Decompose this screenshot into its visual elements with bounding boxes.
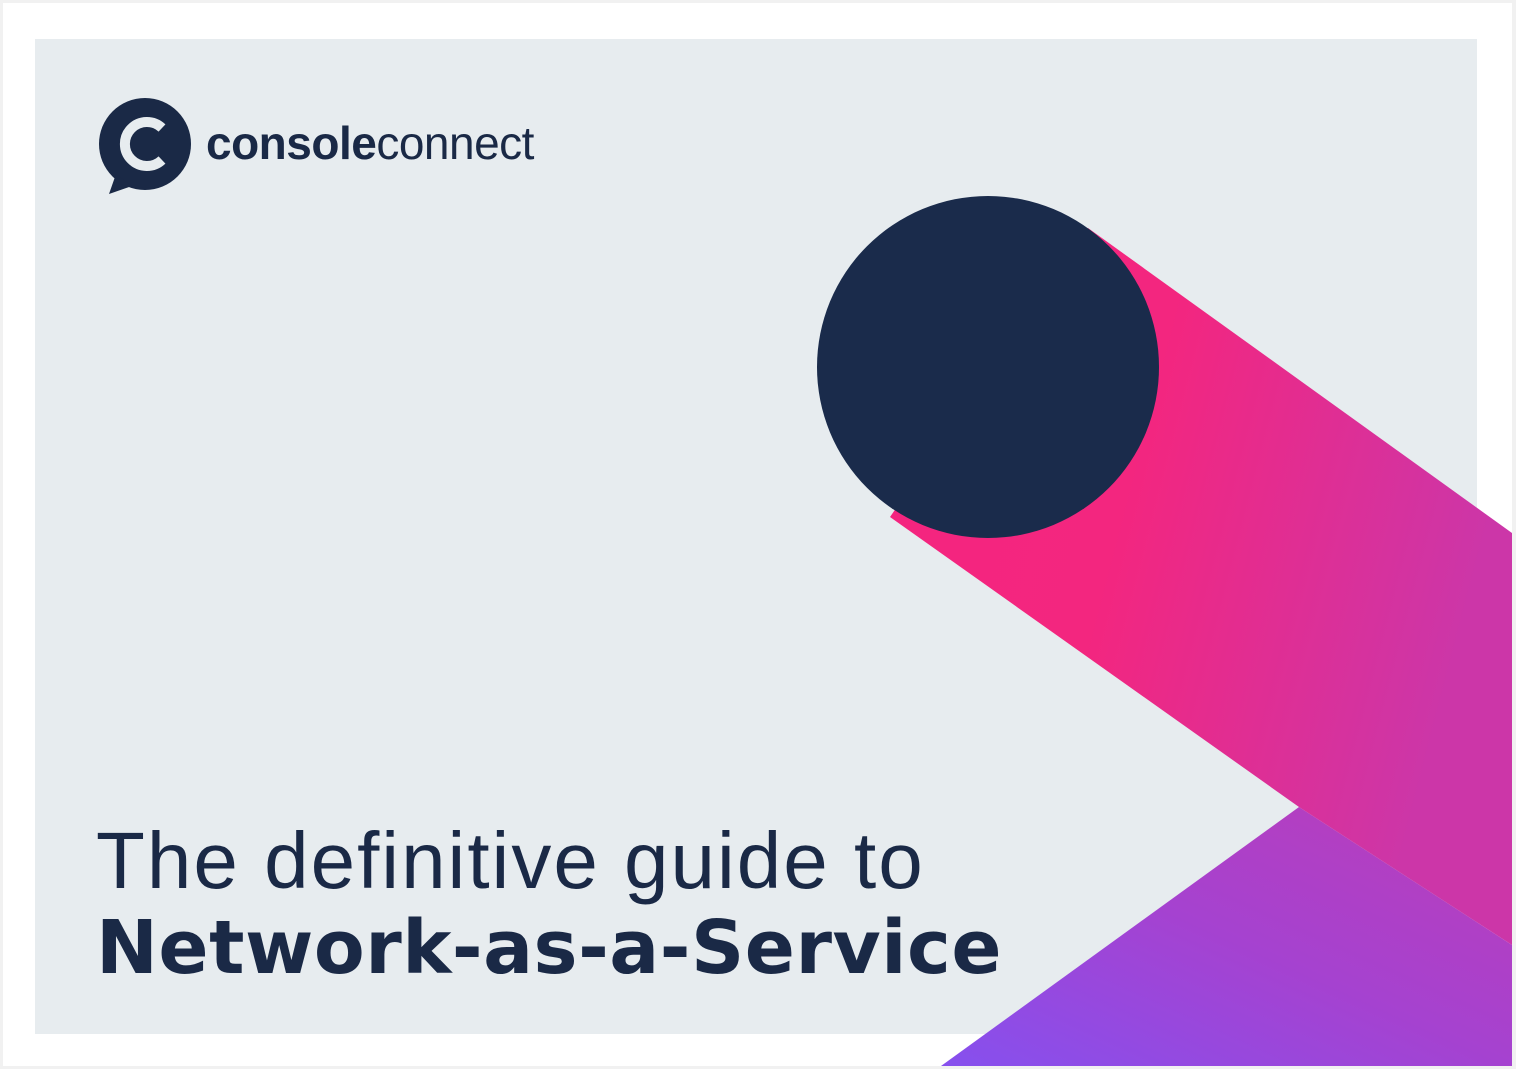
brand-name-light: connect xyxy=(376,117,534,169)
brand-wordmark: consoleconnect xyxy=(206,116,534,170)
brand-name-bold: console xyxy=(206,117,377,169)
navy-circle xyxy=(817,196,1159,538)
title-line-1: The definitive guide to xyxy=(96,816,925,905)
page-frame: consoleconnect The definitive guide to N… xyxy=(3,3,1512,1066)
brand-logo: consoleconnect xyxy=(96,96,534,196)
decorative-graphic xyxy=(817,196,1512,1066)
cover-title: The definitive guide to Network-as-a-Ser… xyxy=(96,816,1003,991)
purple-triangle xyxy=(941,807,1512,1066)
speech-bubble-c-icon xyxy=(99,98,191,194)
title-line-2: Network-as-a-Service xyxy=(96,905,1003,991)
